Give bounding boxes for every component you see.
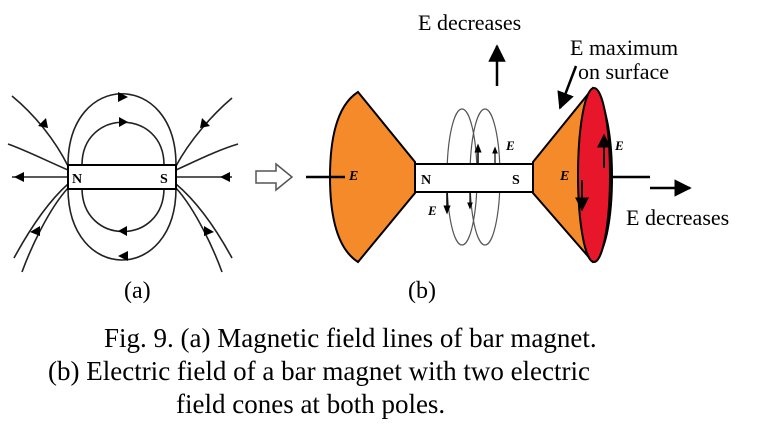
panel-a-arrowheads <box>14 92 230 261</box>
panel-a-label: (a) <box>124 278 151 304</box>
caption-line-3: field cones at both poles. <box>176 389 446 419</box>
caption-line-2: (b) Electric field of a bar magnet with … <box>48 356 591 386</box>
arrowhead <box>30 226 40 236</box>
field-line <box>7 143 69 171</box>
bar-magnet-b <box>414 163 534 193</box>
field-line <box>13 183 69 259</box>
magnet-a-north-label: N <box>72 172 82 187</box>
field-line <box>175 187 223 273</box>
magnet-b-south-label: S <box>512 173 520 188</box>
caption-line-1: Fig. 9. (a) Magnetic field lines of bar … <box>104 323 597 353</box>
arrowhead <box>220 172 230 182</box>
field-line <box>67 187 177 261</box>
e-maximum-surface-label: on surface <box>578 59 669 84</box>
e-label-end-cap: E <box>614 138 624 153</box>
field-line <box>67 92 177 166</box>
e-decreases-right-label: E decreases <box>626 205 729 230</box>
e-label-ring-top: E <box>505 138 515 153</box>
arrowhead <box>38 118 48 128</box>
arrowhead <box>118 226 127 236</box>
arrowhead <box>14 172 24 182</box>
arrowhead <box>200 118 210 128</box>
figure-diagram: N S (a) N S E E E E E E decreases E maxi… <box>7 10 729 304</box>
bar-magnet-a <box>67 164 177 190</box>
e-maximum-pointer-arrow <box>557 65 578 110</box>
hollow-right-arrow-icon <box>255 162 294 192</box>
field-line <box>81 121 165 166</box>
arrowhead <box>119 117 128 127</box>
arrowhead <box>118 92 128 102</box>
e-label-left-cone: E <box>348 169 358 184</box>
e-maximum-label: E maximum <box>570 35 678 60</box>
e-label-right-cone: E <box>559 169 569 184</box>
magnet-a-south-label: S <box>160 172 168 187</box>
left-field-cone <box>328 90 416 264</box>
field-line <box>11 95 69 167</box>
field-line <box>175 97 233 167</box>
field-line <box>175 183 233 259</box>
right-cone-end-cap <box>577 87 611 263</box>
magnet-b-north-label: N <box>421 173 431 188</box>
panel-b-label: (b) <box>408 278 436 304</box>
arrowhead <box>204 226 214 236</box>
e-decreases-top-label: E decreases <box>418 10 521 35</box>
field-line <box>175 143 239 171</box>
e-label-ring-bottom: E <box>427 203 437 218</box>
field-line <box>81 187 165 233</box>
arrowhead <box>118 251 128 261</box>
field-line <box>21 187 69 273</box>
